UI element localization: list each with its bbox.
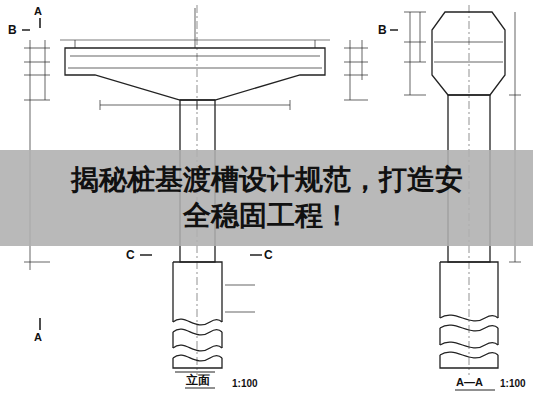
section-mark: B: [378, 24, 387, 36]
section-mark: A: [34, 332, 42, 343]
title: 揭秘桩基渡槽设计规范，打造安全稳固工程！: [62, 162, 472, 235]
view-name: 立面: [186, 374, 210, 386]
section-mark: C: [126, 249, 135, 261]
scale-note: 1:100: [500, 379, 526, 389]
view-name: A—A: [456, 377, 483, 388]
scale-note: 1:100: [232, 379, 258, 389]
section-mark: B: [8, 24, 17, 36]
title-banner: 揭秘桩基渡槽设计规范，打造安全稳固工程！: [0, 150, 533, 246]
section-mark: C: [264, 249, 273, 261]
section-mark: A: [34, 6, 42, 17]
